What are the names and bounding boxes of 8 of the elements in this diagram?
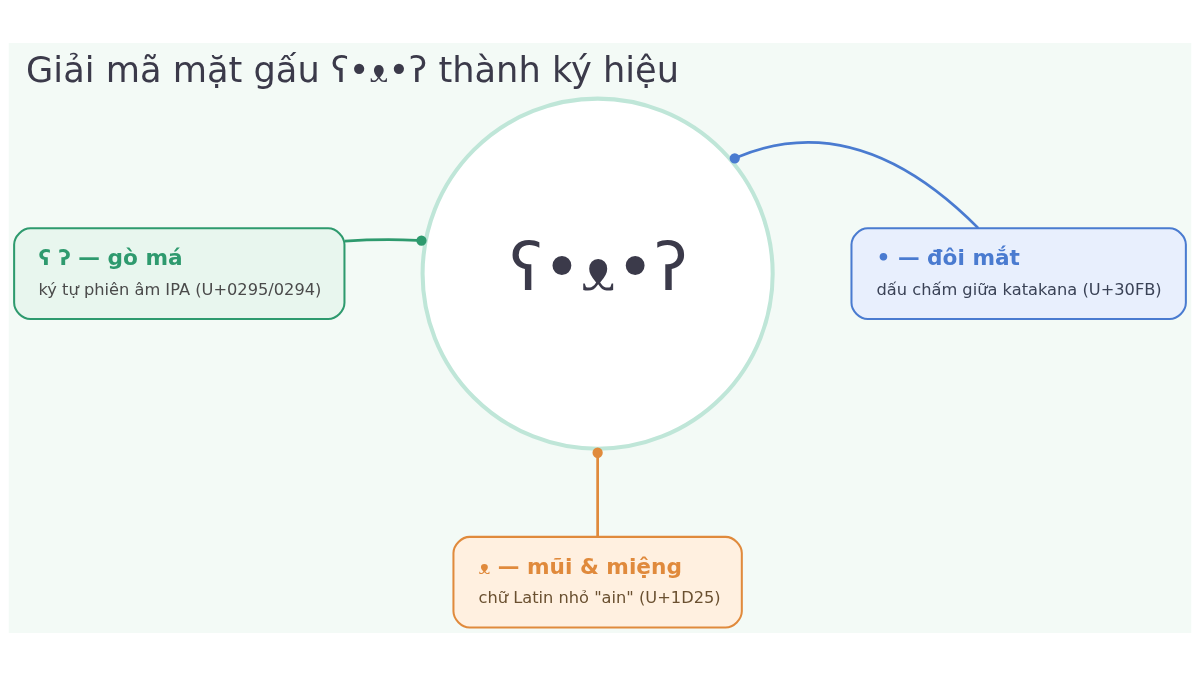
node-box: • — đôi mắt dấu chấm giữa katakana (U+30FB) — [850, 226, 1187, 320]
connector — [592, 447, 603, 537]
node-box: ʕ ʔ — gò má ký tự phiên âm IPA (U+0295/0294) — [13, 226, 346, 320]
node-circle: ʕ•ᴥ•ʔ — [420, 96, 775, 451]
node-box: ᴥ — mũi & miệng chữ Latin nhỏ "ain" (U+1D25) — [452, 535, 743, 629]
connector — [729, 140, 980, 229]
connector — [344, 234, 427, 246]
diagram-title: Giải mã mặt gấu ʕ•ᴥ•ʔ thành ký hiệu — [26, 48, 680, 90]
